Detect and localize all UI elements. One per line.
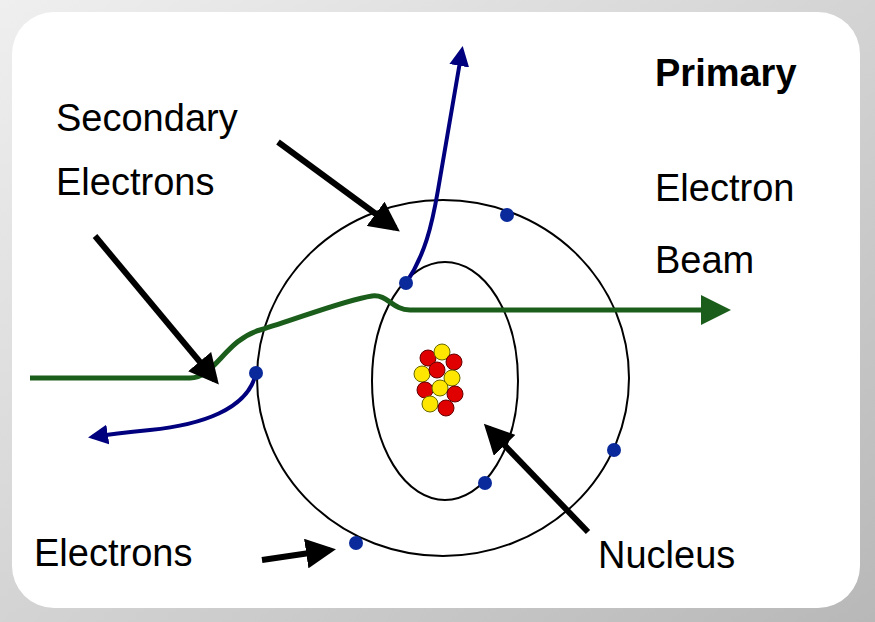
inner-orbit [372,262,518,500]
beam-label: Electron Beam [655,152,860,296]
electrons-label: Electrons [34,530,262,576]
nucleus-cluster [414,344,463,416]
white-panel [12,12,860,608]
outer-orbit [257,200,629,556]
leader-arrow [278,142,395,228]
leader-arrow [95,236,215,380]
secondary-path [406,50,462,283]
electron-dots [249,208,621,550]
beam-label: Primary [655,50,855,96]
secondary-label: Secondary Electrons [56,86,286,214]
leader-arrow [488,428,588,532]
nucleus-label: Nucleus [598,532,828,578]
primary-beam [30,296,725,378]
secondary-path [92,373,256,437]
leader-arrow [262,550,330,560]
